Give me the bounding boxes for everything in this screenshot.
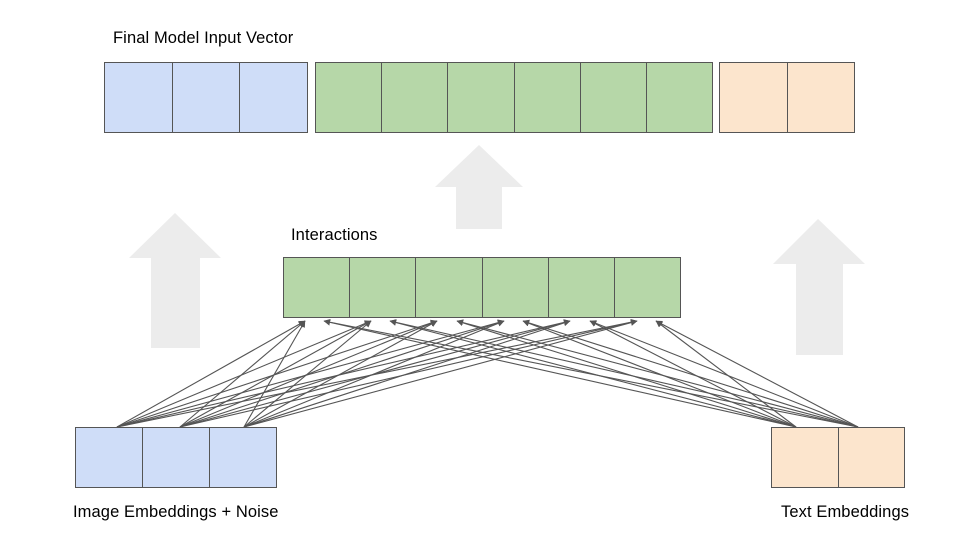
vector-cell — [210, 428, 276, 487]
image-to-interactions-connectors — [116, 318, 638, 428]
vector-cell — [416, 258, 483, 317]
vector-cell — [720, 63, 788, 132]
page-title: Final Model Input Vector — [113, 29, 294, 47]
text-to-interactions-connectors — [323, 318, 859, 428]
vector-cell — [382, 63, 449, 132]
vector-cell — [350, 258, 417, 317]
text-to-final-arrow — [773, 219, 865, 355]
image-embeddings-vector — [75, 427, 277, 488]
vector-cell — [143, 428, 210, 487]
vector-cell — [787, 63, 854, 132]
vector-cell — [240, 63, 308, 132]
vector-cell — [316, 63, 383, 132]
vector-cell — [482, 258, 549, 317]
vector-cell — [514, 63, 581, 132]
vector-cell — [105, 63, 173, 132]
vector-cell — [838, 428, 904, 487]
image-embeddings-label: Image Embeddings + Noise — [73, 503, 279, 521]
interactions-to-final-arrow — [435, 145, 523, 229]
vector-cell — [284, 258, 351, 317]
vector-cell — [172, 63, 241, 132]
interactions-label: Interactions — [291, 226, 378, 244]
text-embeddings-label: Text Embeddings — [781, 503, 910, 521]
vector-cell — [772, 428, 839, 487]
final-vector-interactions-segment — [315, 62, 713, 133]
final-vector-image-segment — [104, 62, 308, 133]
vector-cell — [548, 258, 615, 317]
interactions-vector — [283, 257, 681, 318]
vector-cell — [580, 63, 647, 132]
final-vector-text-segment — [719, 62, 855, 133]
image-to-final-arrow — [129, 213, 221, 348]
text-embeddings-vector — [771, 427, 905, 488]
vector-cell — [614, 258, 681, 317]
vector-cell — [448, 63, 515, 132]
vector-cell — [76, 428, 143, 487]
vector-cell — [646, 63, 713, 132]
